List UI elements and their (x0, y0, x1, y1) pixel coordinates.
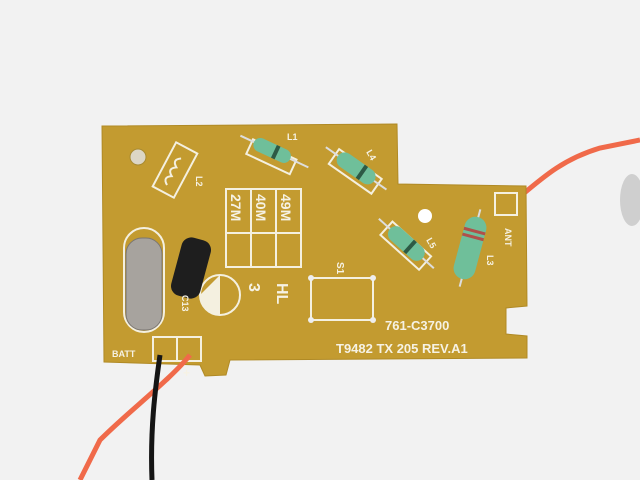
mounting-hole (129, 148, 147, 166)
svg-text:L3: L3 (485, 255, 495, 266)
crystal-oscillator (123, 227, 165, 333)
svg-text:+: + (183, 366, 190, 380)
switch-s1-footprint (308, 275, 376, 323)
wire-clip (620, 174, 640, 226)
frequency-table: 27M 40M 49M (225, 188, 302, 268)
svg-text:3: 3 (245, 283, 262, 292)
svg-text:HL: HL (273, 283, 290, 305)
svg-text:L2: L2 (194, 176, 204, 187)
capacitor-c13 (170, 237, 241, 316)
inductor-l3 (453, 209, 487, 287)
part-number: 761-C3700 (385, 318, 449, 333)
antenna-pad (494, 192, 518, 216)
pcb-board (101, 123, 528, 377)
svg-text:L1: L1 (287, 132, 298, 142)
power-wire-black (149, 354, 163, 480)
svg-text:S1: S1 (334, 262, 345, 275)
inductor-l2-footprint (151, 140, 199, 200)
svg-text:L5: L5 (424, 236, 438, 250)
inductor-l1 (239, 134, 309, 176)
svg-text:C13: C13 (180, 295, 190, 312)
svg-text:ANT: ANT (503, 228, 513, 247)
svg-text:40M: 40M (253, 194, 269, 221)
svg-text:BATT: BATT (112, 349, 136, 359)
power-wire-red (77, 353, 192, 480)
inductor-l5 (378, 218, 435, 272)
batt-pos-pad (176, 336, 202, 362)
svg-text:49M: 49M (278, 194, 294, 221)
svg-text:L4: L4 (364, 148, 378, 162)
model-line: T9482 TX 205 REV.A1 (336, 341, 468, 356)
inductor-l4 (325, 146, 388, 196)
svg-text:27M: 27M (228, 194, 244, 221)
mounting-hole (418, 209, 432, 223)
